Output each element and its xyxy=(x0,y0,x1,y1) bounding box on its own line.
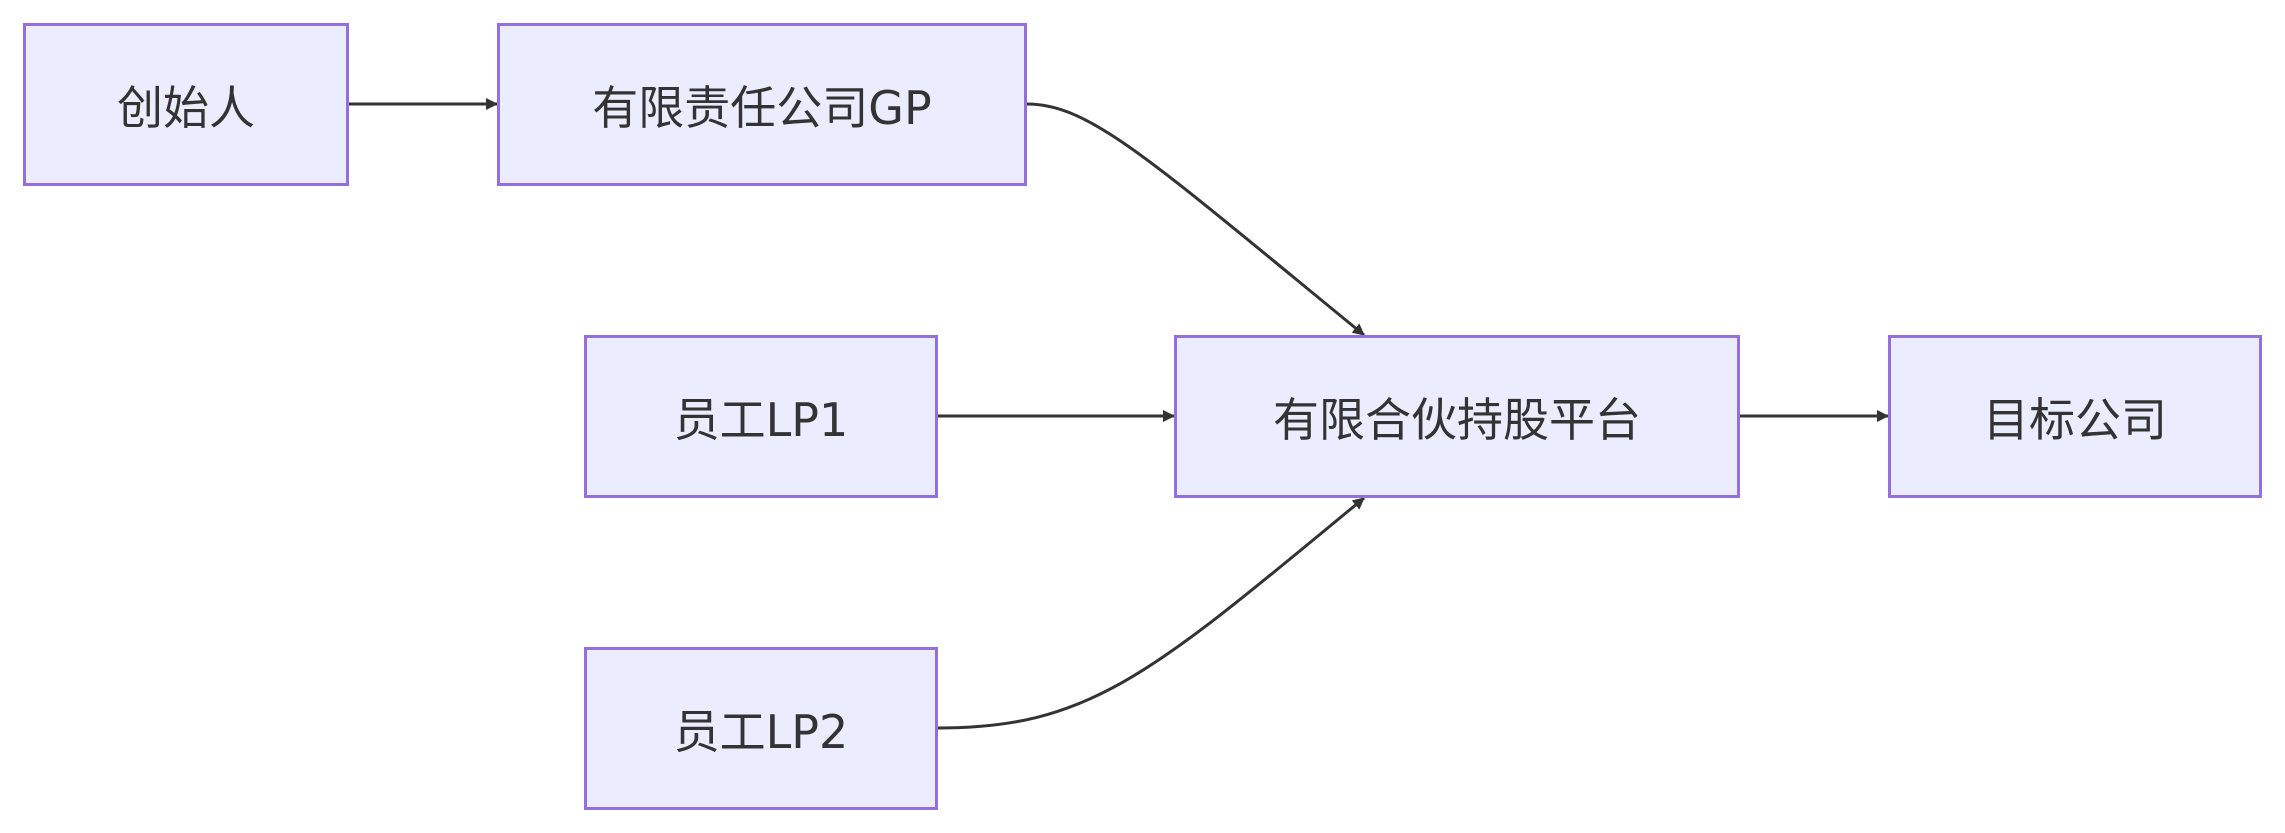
node-lp1: 员工LP1 xyxy=(584,335,938,498)
edge-lp2-to-platform xyxy=(937,496,1365,730)
node-founder: 创始人 xyxy=(23,23,349,186)
node-target-label: 目标公司 xyxy=(1983,392,2167,447)
node-target: 目标公司 xyxy=(1888,335,2262,498)
node-gp: 有限责任公司GP xyxy=(497,23,1027,186)
node-gp-label: 有限责任公司GP xyxy=(592,80,932,135)
node-platform: 有限合伙持股平台 xyxy=(1174,335,1740,498)
node-founder-label: 创始人 xyxy=(117,80,255,135)
node-platform-label: 有限合伙持股平台 xyxy=(1273,392,1641,447)
node-lp2: 员工LP2 xyxy=(584,647,938,810)
node-lp2-label: 员工LP2 xyxy=(673,704,849,759)
node-lp1-label: 员工LP1 xyxy=(673,392,849,447)
edge-gp-to-platform xyxy=(1026,102,1365,337)
